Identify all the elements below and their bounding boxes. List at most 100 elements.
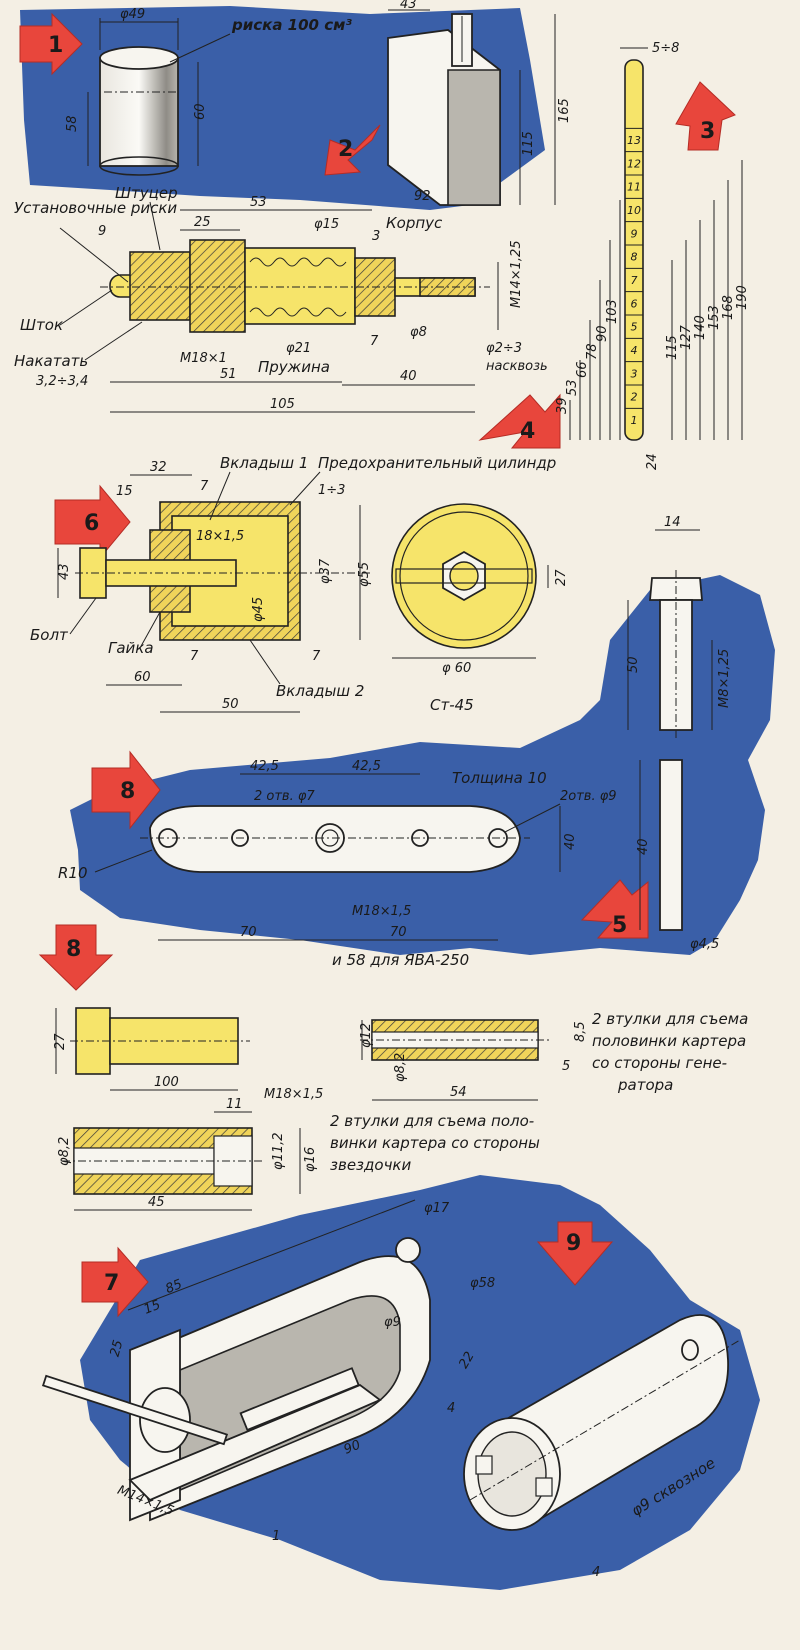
cup-height-58: 58 bbox=[65, 115, 80, 132]
dim-40: 40 bbox=[400, 369, 417, 384]
marker-6: 6 bbox=[54, 484, 131, 560]
dipstick-left-dim: 90 bbox=[595, 325, 610, 342]
dipstick-right-dim: 153 bbox=[707, 305, 722, 330]
flask-height-165: 165 bbox=[557, 98, 572, 123]
scale-number: 12 bbox=[627, 157, 641, 170]
dipstick-right-dim: 115 bbox=[665, 335, 680, 360]
marker-label: 3 bbox=[700, 119, 715, 144]
plate-dim-42-5-left: 42,5 bbox=[250, 759, 279, 774]
cup-rim bbox=[99, 46, 179, 70]
flask-side bbox=[447, 69, 501, 206]
korpus-body bbox=[244, 247, 356, 325]
flask-bottom-92: 92 bbox=[414, 189, 431, 204]
dipstick-left-dim: 78 bbox=[585, 343, 600, 360]
red-arrow-icon bbox=[675, 81, 736, 151]
red-arrow-icon bbox=[580, 879, 649, 939]
marker-8-plate: 8 bbox=[91, 750, 161, 830]
dipstick-rod bbox=[624, 59, 644, 441]
plate-dim-42-5-right: 42,5 bbox=[352, 759, 381, 774]
risks-label: Установочные риски bbox=[14, 199, 177, 217]
pruzhina-label: Пружина bbox=[258, 358, 330, 376]
thread-m14-label: M14×1,25 bbox=[509, 240, 524, 308]
marker-label: 5 bbox=[612, 913, 627, 938]
sleeve1-note-1: 2 втулки для съема bbox=[592, 1010, 748, 1028]
marker-7: 7 bbox=[81, 1246, 149, 1318]
sleeve2-inner: φ8,2 bbox=[57, 1137, 72, 1166]
sleeve1-note-3: со стороны гене- bbox=[592, 1054, 727, 1072]
dim-phi45: φ45 bbox=[251, 597, 266, 622]
frame-hole bbox=[395, 1237, 421, 1263]
red-arrow-icon bbox=[54, 484, 131, 560]
handle-bar bbox=[41, 1374, 229, 1446]
scale-number: 1 bbox=[631, 414, 638, 427]
sleeve1-dim-8-5: 8,5 bbox=[573, 1021, 588, 1042]
scale-number: 2 bbox=[631, 391, 638, 404]
steel-grade: Ст-45 bbox=[430, 696, 474, 714]
frame-screw-rod bbox=[239, 1367, 360, 1432]
bolt5-thread-m8: M8×1,25 bbox=[717, 649, 732, 708]
scale-number: 10 bbox=[627, 204, 641, 217]
marker-label: 2 bbox=[338, 137, 353, 162]
plate-dim-70-right: 70 bbox=[390, 925, 407, 940]
marker-label: 4 bbox=[520, 419, 535, 444]
dim-phi55: φ55 bbox=[357, 562, 372, 587]
dim-15: 15 bbox=[116, 484, 133, 499]
dim-phi21: φ21 bbox=[286, 341, 311, 356]
pin5 bbox=[659, 759, 683, 931]
marker-label: 7 bbox=[104, 1271, 119, 1296]
dim-7-bottom-right: 7 bbox=[312, 649, 321, 664]
sleeve2-bore: φ11,2 bbox=[271, 1132, 286, 1170]
sleeve2-note-3: звездочки bbox=[330, 1156, 411, 1174]
sleeve-generator-side: φ12 φ8,2 54 8,5 5 2 втулки для съема пол… bbox=[359, 1010, 748, 1101]
plate-dim-70-left: 70 bbox=[240, 925, 257, 940]
dipstick-bottom-24: 24 bbox=[645, 453, 660, 470]
plate-jawa-note: и 58 для ЯВА-250 bbox=[332, 951, 469, 969]
disc-slot-27: 27 bbox=[554, 569, 569, 586]
shtok-label: Шток bbox=[20, 316, 63, 334]
scale-number: 6 bbox=[631, 297, 638, 310]
sleeve1-dim-5: 5 bbox=[562, 1059, 570, 1074]
sleeve1-note-4: ратора bbox=[617, 1076, 673, 1094]
cylinder9-dim-phi58: φ58 bbox=[470, 1276, 495, 1291]
dim-7-bottom-left: 7 bbox=[190, 649, 199, 664]
red-arrow-icon bbox=[324, 124, 381, 176]
dim-32: 32 bbox=[150, 460, 167, 475]
scale-number: 8 bbox=[631, 251, 638, 264]
thread-18: 18×1,5 bbox=[196, 529, 244, 544]
scale-number: 5 bbox=[631, 321, 638, 334]
dipstick-width: 5÷8 bbox=[652, 41, 679, 56]
cylinder9-dim-22: 22 bbox=[456, 1349, 477, 1371]
plate-radius: R10 bbox=[58, 864, 88, 882]
cup-bottom bbox=[99, 156, 179, 176]
safety-cylinder-label: Предохранительный цилиндр bbox=[318, 454, 556, 472]
marker-5: 5 bbox=[580, 879, 649, 939]
scale-number: 4 bbox=[631, 344, 638, 357]
cylinder9-dim-4-top: 4 bbox=[447, 1401, 455, 1416]
dipstick-left-dim: 103 bbox=[605, 299, 620, 324]
flask-width-43: 43 bbox=[400, 0, 417, 12]
part-4-assembly: Штуцер Установочные риски 9 53 25 φ15 3 … bbox=[14, 184, 548, 413]
dim-50: 50 bbox=[222, 697, 239, 712]
marker-8-bolt: 8 bbox=[38, 924, 114, 991]
marker-4: 4 bbox=[478, 393, 561, 449]
red-arrow-icon bbox=[478, 393, 561, 449]
bolt8-head-27: 27 bbox=[53, 1033, 68, 1050]
dim-53: 53 bbox=[250, 195, 267, 210]
frame-bottom-bar bbox=[128, 1383, 382, 1502]
scale-number: 3 bbox=[631, 367, 638, 380]
frame-dim-1: 1 bbox=[272, 1529, 280, 1544]
part-5-bolt-pin: 14 50 M8×1,25 40 φ4,5 bbox=[626, 515, 732, 952]
sleeve2-length: 45 bbox=[148, 1195, 165, 1210]
part-7-frame: 85 15 25 90 φ9 1 M14×1,5 φ17 bbox=[41, 1199, 450, 1544]
dipstick-right-dim: 190 bbox=[735, 285, 750, 310]
pin5-diameter: φ4,5 bbox=[690, 937, 719, 952]
cup-height-60: 60 bbox=[193, 103, 208, 120]
marker-label: 9 bbox=[566, 1231, 581, 1256]
dim-25: 25 bbox=[194, 215, 211, 230]
bolt5-length-50: 50 bbox=[626, 656, 641, 673]
frame-dim-90: 90 bbox=[342, 1438, 363, 1458]
bolt5-width-14: 14 bbox=[664, 515, 681, 530]
dipstick-right-dim: 127 bbox=[679, 324, 694, 350]
